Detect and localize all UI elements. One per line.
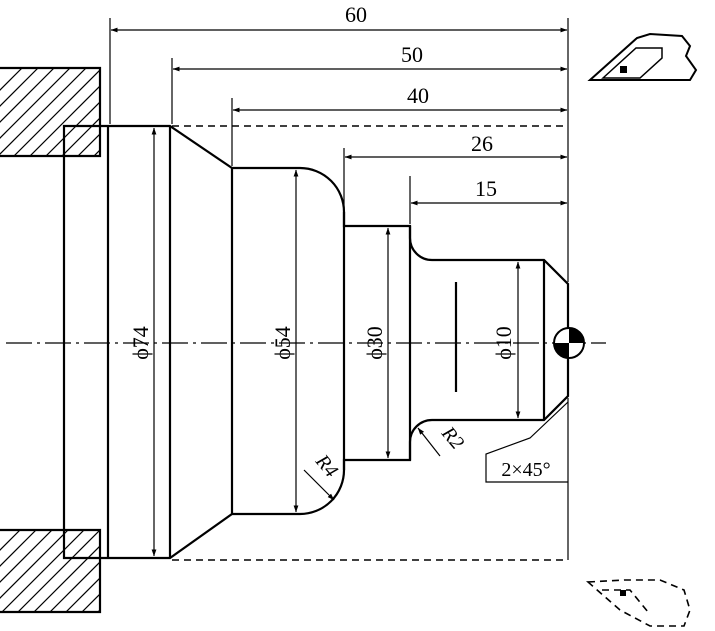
dim-label-40: 40 bbox=[407, 83, 429, 108]
chamfer-label: 2×45° bbox=[501, 459, 550, 481]
dim-label-50: 50 bbox=[401, 42, 423, 67]
cutting-tool-dashed-icon bbox=[585, 579, 691, 627]
radius-leaders bbox=[303, 427, 441, 501]
dia-label-10: ϕ10 bbox=[491, 326, 516, 360]
radius-label-r2: R2 bbox=[436, 422, 468, 454]
chamfer-leader bbox=[485, 401, 569, 483]
dia-label-30: ϕ30 bbox=[362, 326, 387, 360]
r4-leader bbox=[303, 469, 335, 501]
cutting-tool-icon bbox=[587, 32, 698, 81]
dia-label-54: ϕ54 bbox=[270, 326, 295, 360]
dia-label-74: ϕ74 bbox=[128, 326, 153, 360]
extension-lines bbox=[109, 18, 569, 561]
radius-label-r4: R4 bbox=[310, 450, 342, 482]
chuck-jaw-top bbox=[0, 66, 102, 158]
length-dimension-lines bbox=[110, 27, 568, 206]
workpiece-origin-symbol bbox=[553, 327, 585, 359]
r2-leader bbox=[417, 427, 441, 457]
part-outline bbox=[62, 124, 570, 560]
dim-label-26: 26 bbox=[471, 131, 493, 156]
chuck-jaw-bottom bbox=[0, 528, 102, 614]
dim-label-60: 60 bbox=[345, 2, 367, 27]
diameter-dimension-lines bbox=[151, 127, 521, 557]
dim-label-15: 15 bbox=[475, 176, 497, 201]
